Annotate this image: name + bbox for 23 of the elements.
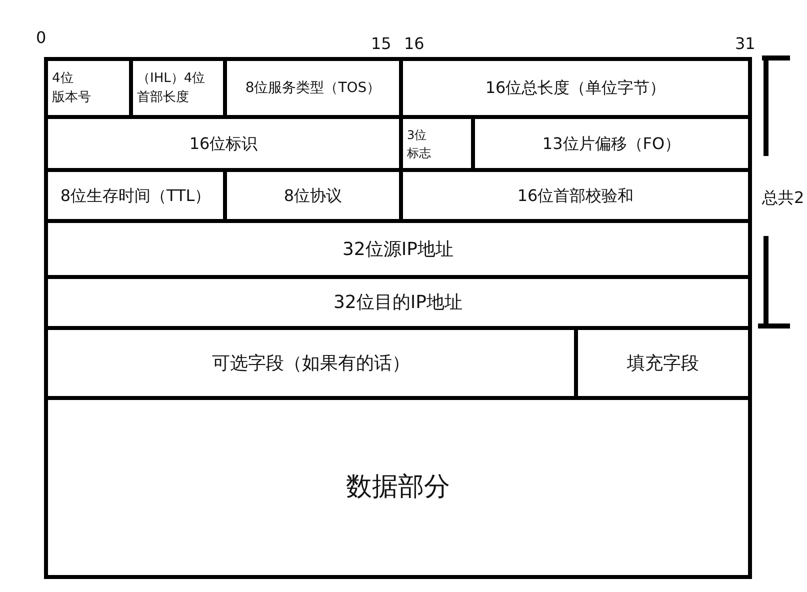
field-label: 可选字段（如果有的话） [212,352,410,376]
field-label: 16位首部校验和 [517,184,634,206]
size-note: 总共2 [762,188,804,209]
field-label: 首部长度 [137,89,189,107]
field-label: 8位服务类型（TOS） [245,78,381,98]
field-label: 3位 [407,126,427,144]
bit-number: 16 [404,34,424,53]
bit-number: 15 [371,34,392,53]
field-label: 32位目的IP地址 [333,291,463,315]
field-label: （IHL）4位 [137,70,206,88]
field-label: 数据部分 [346,471,450,504]
field-label: 16位总长度（单位字节） [485,77,666,99]
field-label: 标志 [407,144,431,162]
field-label: 8位生存时间（TTL） [60,184,211,206]
field-label: 16位标识 [189,132,258,154]
field-label: 32位源IP地址 [342,238,454,262]
field-label: 4位 [52,70,74,88]
field-label: 版本号 [52,89,91,107]
bit-number: 0 [36,28,46,47]
bit-number: 31 [735,34,756,53]
field-label: 填充字段 [627,352,699,376]
field-label: 8位协议 [284,184,342,206]
field-label: 13位片偏移（FO） [542,132,681,154]
